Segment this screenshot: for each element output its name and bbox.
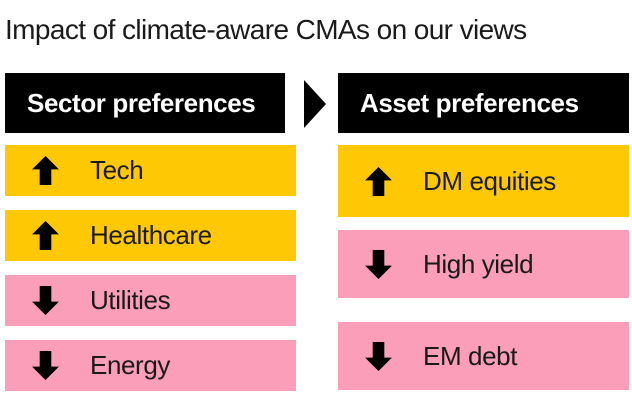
sector-row-healthcare: Healthcare: [5, 210, 296, 261]
asset-row-high-yield: High yield: [338, 230, 629, 298]
asset-row-em-debt: EM debt: [338, 322, 629, 390]
sector-preferences-header: Sector preferences: [5, 73, 285, 133]
sector-preferences-header-label: Sector preferences: [27, 87, 256, 118]
sector-row-label: Energy: [90, 350, 170, 380]
down-arrow-icon: [365, 249, 392, 279]
down-arrow-icon: [32, 286, 59, 315]
asset-preferences-header-label: Asset preferences: [360, 87, 579, 118]
asset-preferences-header: Asset preferences: [338, 73, 629, 133]
asset-row-label: DM equities: [423, 165, 556, 196]
up-arrow-icon: [365, 166, 392, 196]
asset-row-label: EM debt: [423, 340, 518, 371]
sector-row-label: Tech: [90, 155, 144, 185]
asset-row-label: High yield: [423, 248, 534, 279]
sector-row-energy: Energy: [5, 340, 296, 391]
flow-right-triangle-icon: [304, 80, 326, 128]
sector-row-utilities: Utilities: [5, 275, 296, 326]
sector-row-label: Utilities: [90, 285, 171, 315]
sector-row-label: Healthcare: [90, 220, 212, 250]
sector-row-tech: Tech: [5, 145, 296, 196]
diagram-title: Impact of climate-aware CMAs on our view…: [5, 14, 527, 45]
down-arrow-icon: [365, 341, 392, 371]
down-arrow-icon: [32, 351, 59, 380]
asset-row-dm-equities: DM equities: [338, 145, 629, 217]
up-arrow-icon: [32, 156, 59, 185]
up-arrow-icon: [32, 221, 59, 250]
